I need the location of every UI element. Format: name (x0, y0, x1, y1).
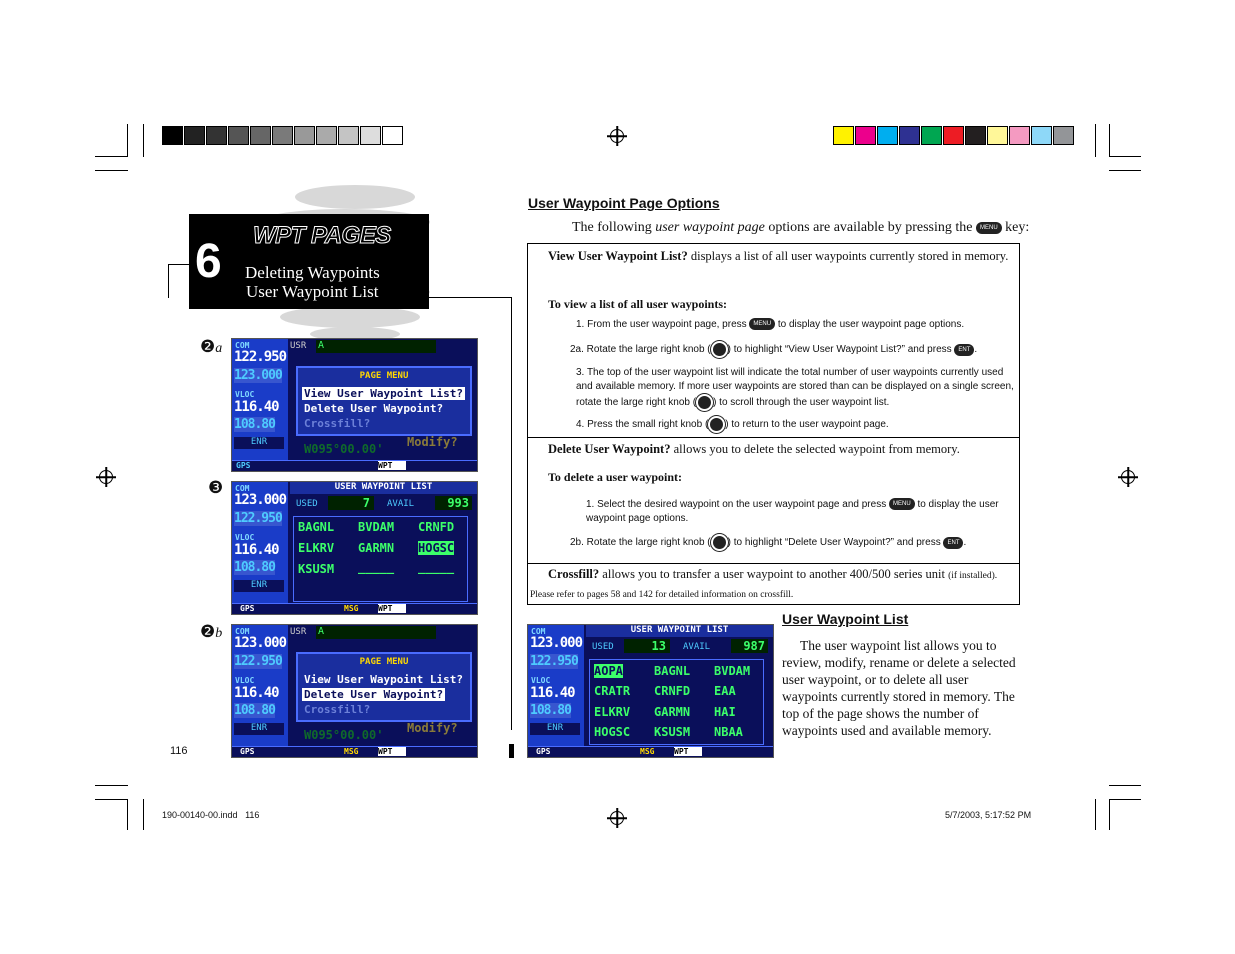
waypoint-item-selected[interactable]: AOPA (594, 664, 623, 678)
column-rule (429, 297, 511, 298)
crop-mark (1109, 156, 1141, 157)
radio-panel: COM 123.000 122.950 VLOC 116.40 108.80 E… (528, 625, 584, 747)
column-rule (511, 297, 512, 730)
waypoint-item[interactable]: CRATR (594, 684, 631, 698)
large-knob-icon (710, 341, 728, 358)
crop-mark (1109, 124, 1110, 157)
waypoint-item[interactable]: ELKRV (594, 705, 631, 719)
waypoint-item[interactable]: NBAA (714, 725, 743, 739)
divider (528, 563, 1019, 564)
small-knob-icon (708, 416, 726, 433)
ent-key-icon: ENT (943, 536, 964, 549)
crop-mark (95, 156, 128, 157)
section-heading-list: User Waypoint List (782, 611, 909, 627)
registration-mark-icon (99, 470, 113, 484)
chapter-subtitle-2: User Waypoint List (246, 282, 379, 301)
menu-view-user-waypoint-list[interactable]: View User Waypoint List? (304, 673, 463, 686)
waypoint-item[interactable]: EAA (714, 684, 736, 698)
radio-panel: COM 123.000 122.950 VLOC 116.40 108.80 E… (232, 482, 288, 604)
options-box: View User Waypoint List? displays a list… (527, 243, 1020, 605)
page-menu-dialog: PAGE MENU View User Waypoint List? Delet… (296, 652, 472, 722)
crop-mark (143, 799, 144, 830)
crop-mark (1095, 799, 1096, 830)
page-number: 116 (170, 745, 188, 757)
column-rule-end (509, 744, 514, 758)
waypoint-item[interactable]: ELKRV (298, 541, 335, 555)
crop-mark (1109, 170, 1141, 171)
registration-mark-icon (1121, 470, 1135, 484)
crop-mark (95, 170, 128, 171)
waypoint-item[interactable]: KSUSM (298, 562, 335, 576)
large-knob-icon (696, 394, 714, 411)
chapter-title: WPT PAGES (253, 222, 392, 250)
list-description: The user waypoint list allows you to rev… (782, 638, 1016, 738)
gps-screen-menu-b: COM 123.000 122.950 VLOC 116.40 108.80 E… (231, 624, 478, 758)
print-timestamp: 5/7/2003, 5:17:52 PM (945, 810, 1032, 820)
menu-key-icon: MENU (975, 221, 1002, 234)
gps-screen-list-3: COM 123.000 122.950 VLOC 116.40 108.80 E… (231, 481, 478, 615)
waypoint-item[interactable]: CRNFD (654, 684, 691, 698)
page-menu-dialog: PAGE MENU View User Waypoint List? Delet… (296, 366, 472, 436)
figure-label-3: ❸ (208, 478, 224, 497)
divider (528, 437, 1019, 438)
menu-delete-user-waypoint[interactable]: Delete User Waypoint? (304, 402, 444, 415)
chapter-tab: 6 WPT PAGES Deleting Waypoints User Wayp… (189, 214, 429, 309)
menu-key-icon: MENU (749, 318, 776, 331)
crop-mark (1109, 799, 1141, 800)
waypoint-item[interactable]: GARMN (654, 705, 691, 719)
waypoint-item[interactable]: HOGSC (594, 725, 631, 739)
menu-delete-user-waypoint[interactable]: Delete User Waypoint? (302, 688, 446, 701)
waypoint-item[interactable]: BAGNL (654, 664, 691, 678)
ent-key-icon: ENT (954, 343, 975, 356)
waypoint-item-empty: _____ (358, 560, 395, 574)
large-knob-icon (710, 534, 728, 551)
section-heading-options: User Waypoint Page Options (528, 195, 720, 211)
radio-panel: COM 123.000 122.950 VLOC 116.40 108.80 E… (232, 625, 288, 747)
crop-mark (1095, 124, 1096, 157)
crop-mark (127, 799, 128, 830)
gps-screen-menu-a: COM 122.950 123.000 VLOC 116.40 108.80 E… (231, 338, 478, 472)
crop-mark (1109, 785, 1141, 786)
crop-mark (1109, 799, 1110, 830)
crop-mark (95, 799, 128, 800)
menu-view-user-waypoint-list[interactable]: View User Waypoint List? (302, 387, 465, 400)
figure-label-2a: ❷a (200, 337, 223, 356)
waypoint-item[interactable]: CRNFD (418, 520, 455, 534)
registration-mark-icon (610, 129, 624, 143)
tab-connector (168, 264, 169, 298)
waypoint-item-empty: _____ (418, 560, 455, 574)
waypoint-item[interactable]: BVDAM (714, 664, 751, 678)
figure-label-2b: ❷b (200, 622, 223, 641)
chapter-subtitle-1: Deleting Waypoints (245, 263, 380, 282)
vloc-standby: 108.80 (234, 417, 276, 432)
waypoint-item[interactable]: KSUSM (654, 725, 691, 739)
registration-mark-icon (610, 811, 624, 825)
tab-connector (168, 264, 189, 265)
menu-crossfill[interactable]: Crossfill? (304, 703, 371, 716)
gps-screen-list-main: COM 123.000 122.950 VLOC 116.40 108.80 E… (527, 624, 774, 758)
waypoint-item-selected[interactable]: HOGSC (418, 541, 455, 555)
vloc-active: 116.40 (234, 399, 280, 415)
menu-crossfill[interactable]: Crossfill? (304, 417, 371, 430)
waypoint-item[interactable]: GARMN (358, 541, 395, 555)
crop-mark (95, 785, 128, 786)
crop-mark (127, 124, 128, 157)
waypoint-item[interactable]: BAGNL (298, 520, 335, 534)
radio-panel: COM 122.950 123.000 VLOC 116.40 108.80 E… (232, 339, 288, 461)
com-active: 122.950 (234, 349, 287, 365)
chapter-number: 6 (195, 235, 222, 288)
crop-mark (143, 124, 144, 157)
waypoint-item[interactable]: HAI (714, 705, 736, 719)
com-standby: 123.000 (234, 368, 283, 383)
intro-paragraph: The following user waypoint page options… (572, 220, 1030, 235)
menu-key-icon: MENU (888, 498, 915, 511)
waypoint-item[interactable]: BVDAM (358, 520, 395, 534)
file-slug: 190-00140-00.indd 116 (162, 810, 260, 820)
